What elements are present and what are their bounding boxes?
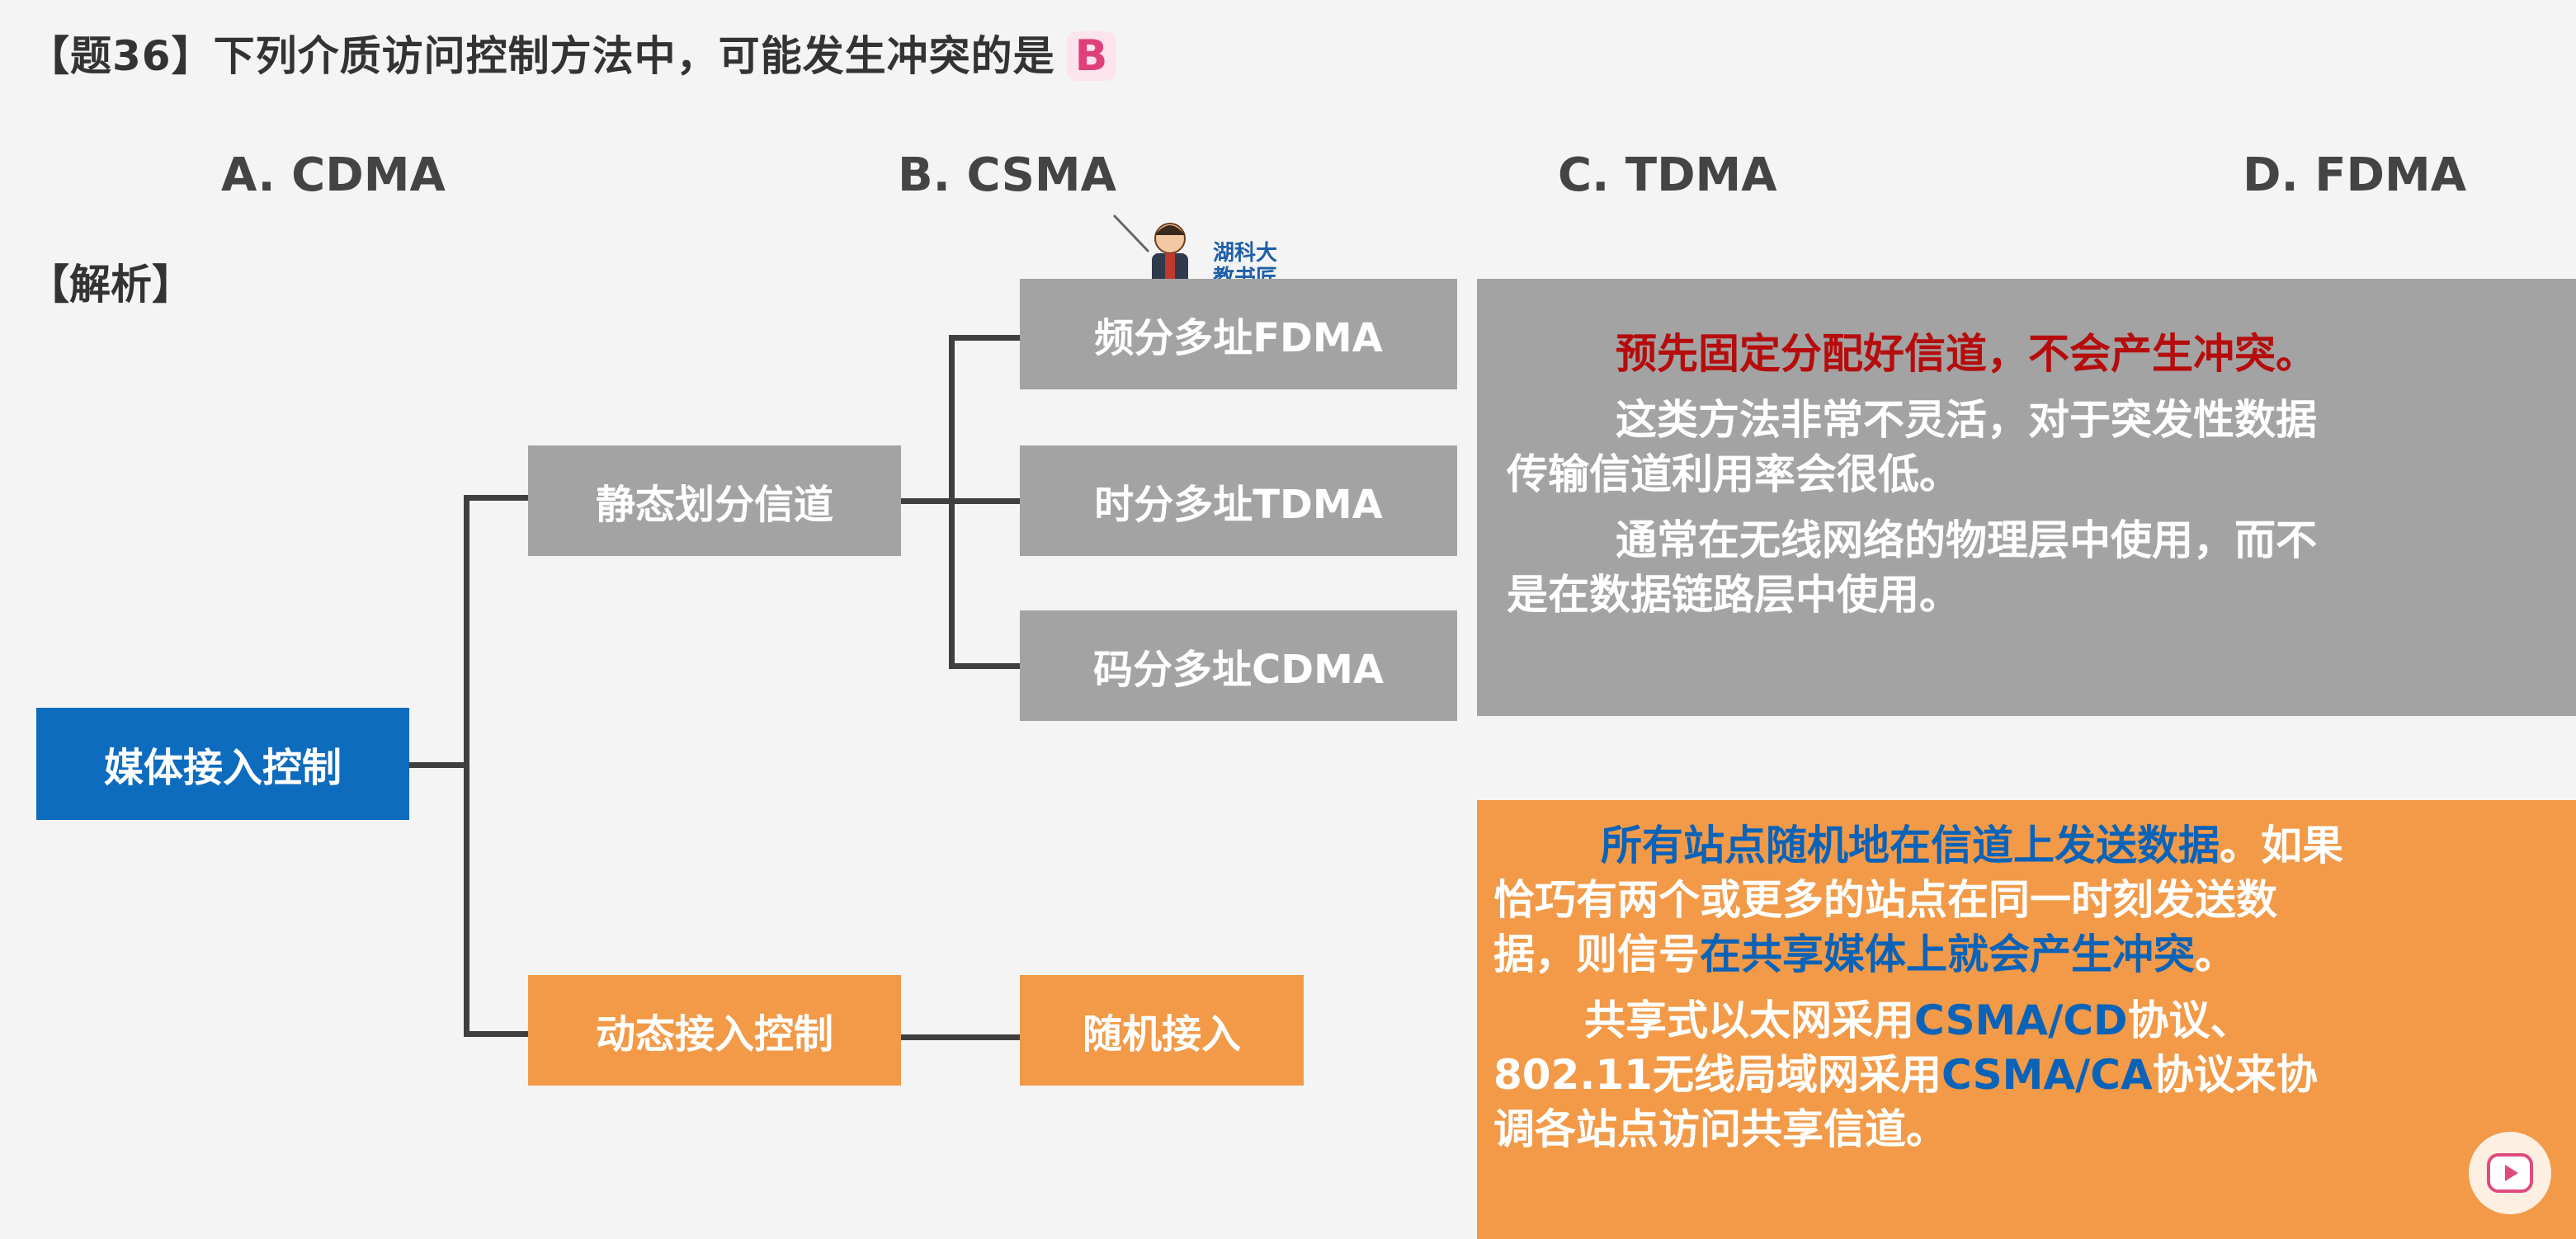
static-node: 静态划分信道 — [528, 445, 901, 556]
random-text-c: 据，则信号 — [1493, 930, 1700, 978]
connector-static-h — [464, 495, 530, 501]
protocol-text-a: 共享式以太网采用 — [1584, 996, 1914, 1044]
connector-trunk-v — [464, 495, 469, 1036]
static-point-2a: 这类方法非常不灵活，对于突发性数据 — [1616, 396, 2317, 444]
static-point-3a: 通常在无线网络的物理层中使用，而不 — [1616, 516, 2317, 564]
random-text-b: 恰巧有两个或更多的站点在同一时刻发送数 — [1493, 876, 2277, 924]
random-access-node: 随机接入 — [1020, 975, 1304, 1086]
csma-ca-label: CSMA/CA — [1941, 1051, 2153, 1099]
connector-random — [899, 1034, 1023, 1040]
static-explanation-panel: 预先固定分配好信道，不会产生冲突。 这类方法非常不灵活，对于突发性数据 传输信道… — [1477, 279, 2576, 716]
static-point-3b: 是在数据链路层中使用。 — [1507, 571, 1960, 619]
collision-key-point: 在共享媒体上就会产生冲突 — [1700, 930, 2195, 978]
connector-cdma — [949, 663, 1023, 669]
static-point-2b: 传输信道利用率会很低。 — [1507, 450, 1960, 498]
option-c: C. TDMA — [1558, 148, 1777, 202]
protocol-text-e: 调各站点访问共享信道。 — [1493, 1105, 1947, 1153]
protocol-text-b: 协议、 — [2127, 996, 2252, 1044]
cdma-node: 码分多址CDMA — [1020, 610, 1457, 721]
answer-badge: B — [1066, 31, 1117, 81]
dynamic-explanation-panel: 所有站点随机地在信道上发送数据。如果 恰巧有两个或更多的站点在同一时刻发送数 据… — [1477, 800, 2576, 1239]
csma-cd-label: CSMA/CD — [1914, 996, 2128, 1044]
dynamic-node: 动态接入控制 — [528, 975, 901, 1086]
connector-dynamic-h — [464, 1031, 530, 1037]
analysis-label: 【解析】 — [28, 261, 193, 309]
connector-static-out — [899, 498, 957, 504]
connector-tdma — [949, 498, 1023, 504]
random-text-a: 。如果 — [2220, 822, 2343, 869]
connector-root-h — [409, 762, 467, 768]
static-key-point: 预先固定分配好信道，不会产生冲突。 — [1616, 330, 2317, 378]
question-text: 【题36】下列介质访问控制方法中，可能发生冲突的是 — [28, 32, 1055, 80]
tdma-node: 时分多址TDMA — [1020, 445, 1457, 556]
option-a: A. CDMA — [221, 148, 446, 202]
play-icon[interactable] — [2469, 1132, 2551, 1214]
watermark-line-1: 湖科大 — [1213, 241, 1278, 266]
connector-fdma — [949, 335, 1023, 341]
protocol-text-c: 802.11无线局域网采用 — [1493, 1051, 1941, 1099]
protocol-text-d: 协议来协 — [2152, 1051, 2318, 1099]
random-key-point: 所有站点随机地在信道上发送数据 — [1601, 822, 2220, 869]
root-node: 媒体接入控制 — [36, 708, 409, 820]
option-b: B. CSMA — [898, 148, 1116, 202]
fdma-node: 频分多址FDMA — [1020, 279, 1457, 389]
option-d: D. FDMA — [2243, 148, 2467, 202]
random-text-d: 。 — [2195, 930, 2236, 978]
